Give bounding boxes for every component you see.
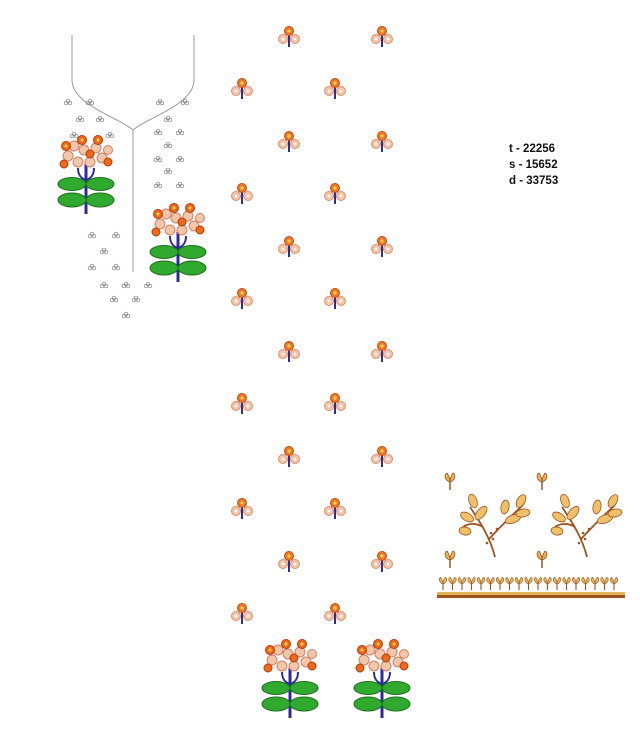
border-baseline [437,595,625,598]
buti-motif [230,287,254,310]
dot-flower-motif [175,181,185,189]
border-sprig [533,576,543,591]
stat-s: s - 15652 [509,159,558,171]
buti-motif [277,25,301,48]
dot-flower-motif [95,115,105,123]
border-sprig [571,576,581,591]
buti-motif [277,445,301,468]
buti-motif [277,550,301,573]
dot-flower-motif [99,281,109,289]
dot-flower-motif [111,231,121,239]
dot-flower-motif [121,281,131,289]
hem-flower-motifs [260,638,412,720]
buti-motif [277,235,301,258]
scattered-buti-motifs [230,25,394,625]
border-sprig [476,576,486,591]
buti-motif [370,445,394,468]
buti-motif [230,602,254,625]
dot-flower-motif [143,281,153,289]
buti-motif [370,25,394,48]
border-sprig [457,576,467,591]
dot-flower-motif [175,155,185,163]
stitch-stats: t - 22256 s - 15652 d - 33753 [509,141,558,189]
border-sprig [486,576,495,591]
dot-flower-motif [175,128,185,136]
dot-flower-motif [111,263,121,271]
sprig-motif [444,550,456,569]
neck-flower-motifs [56,134,208,284]
buti-motif [370,340,394,363]
lace-border-design [437,472,625,598]
dot-flower-motif [153,155,163,163]
border-sprig [448,576,457,591]
buti-motif [370,235,394,258]
dot-flower-motif [109,295,119,303]
dot-flower-motif [153,181,163,189]
border-sprig [609,576,619,591]
border-sprig [600,576,609,591]
stat-d: d - 33753 [509,175,559,187]
sprig-motif [444,472,456,491]
buti-motif [323,602,347,625]
dot-flower-motif [87,263,97,271]
leaf-branch-motif [457,492,532,558]
sprig-motif [536,472,548,491]
buti-motif [323,392,347,415]
dot-flower-motif [75,115,85,123]
buti-motif [277,340,301,363]
border-sprig [562,576,571,591]
dot-flower-motif [85,98,95,106]
flower-bush-motif [56,134,116,216]
buti-motif [370,550,394,573]
buti-motif [230,497,254,520]
buti-motif [323,287,347,310]
border-sprig [495,576,505,591]
buti-motif [230,182,254,205]
dot-flower-motif [163,115,173,123]
leaf-branch-motif [549,492,624,558]
border-sprig [438,576,448,591]
border-sprig [524,576,533,591]
buti-motif [230,77,254,100]
flower-bush-motif [352,638,412,720]
border-gold-band [437,592,625,595]
border-sprig [505,576,514,591]
dot-flower-motif [99,247,109,255]
dot-flower-motif [121,311,131,319]
dot-flower-motif [105,131,115,139]
border-sprig [581,576,590,591]
dot-flower-motif [131,295,141,303]
neckline [71,35,195,272]
border-sprig [543,576,552,591]
dot-flower-motif [63,98,73,106]
stat-t: t - 22256 [509,143,556,155]
border-sprig [514,576,524,591]
flower-bush-motif [148,202,208,284]
buti-motif [370,130,394,153]
buti-motif [323,182,347,205]
border-sprig [590,576,600,591]
sprig-motif [536,550,548,569]
buti-motif [323,497,347,520]
buti-motif [230,392,254,415]
dot-flower-motif [153,128,163,136]
border-sprig [552,576,562,591]
flower-bush-motif [260,638,320,720]
dot-flower-motif [87,231,97,239]
dot-flower-motif [155,98,165,106]
border-sprig [467,576,476,591]
dot-flower-motif [163,167,173,175]
buti-motif [277,130,301,153]
buti-motif [323,77,347,100]
dot-flower-motif [163,141,173,149]
dot-flower-motif [69,131,79,139]
